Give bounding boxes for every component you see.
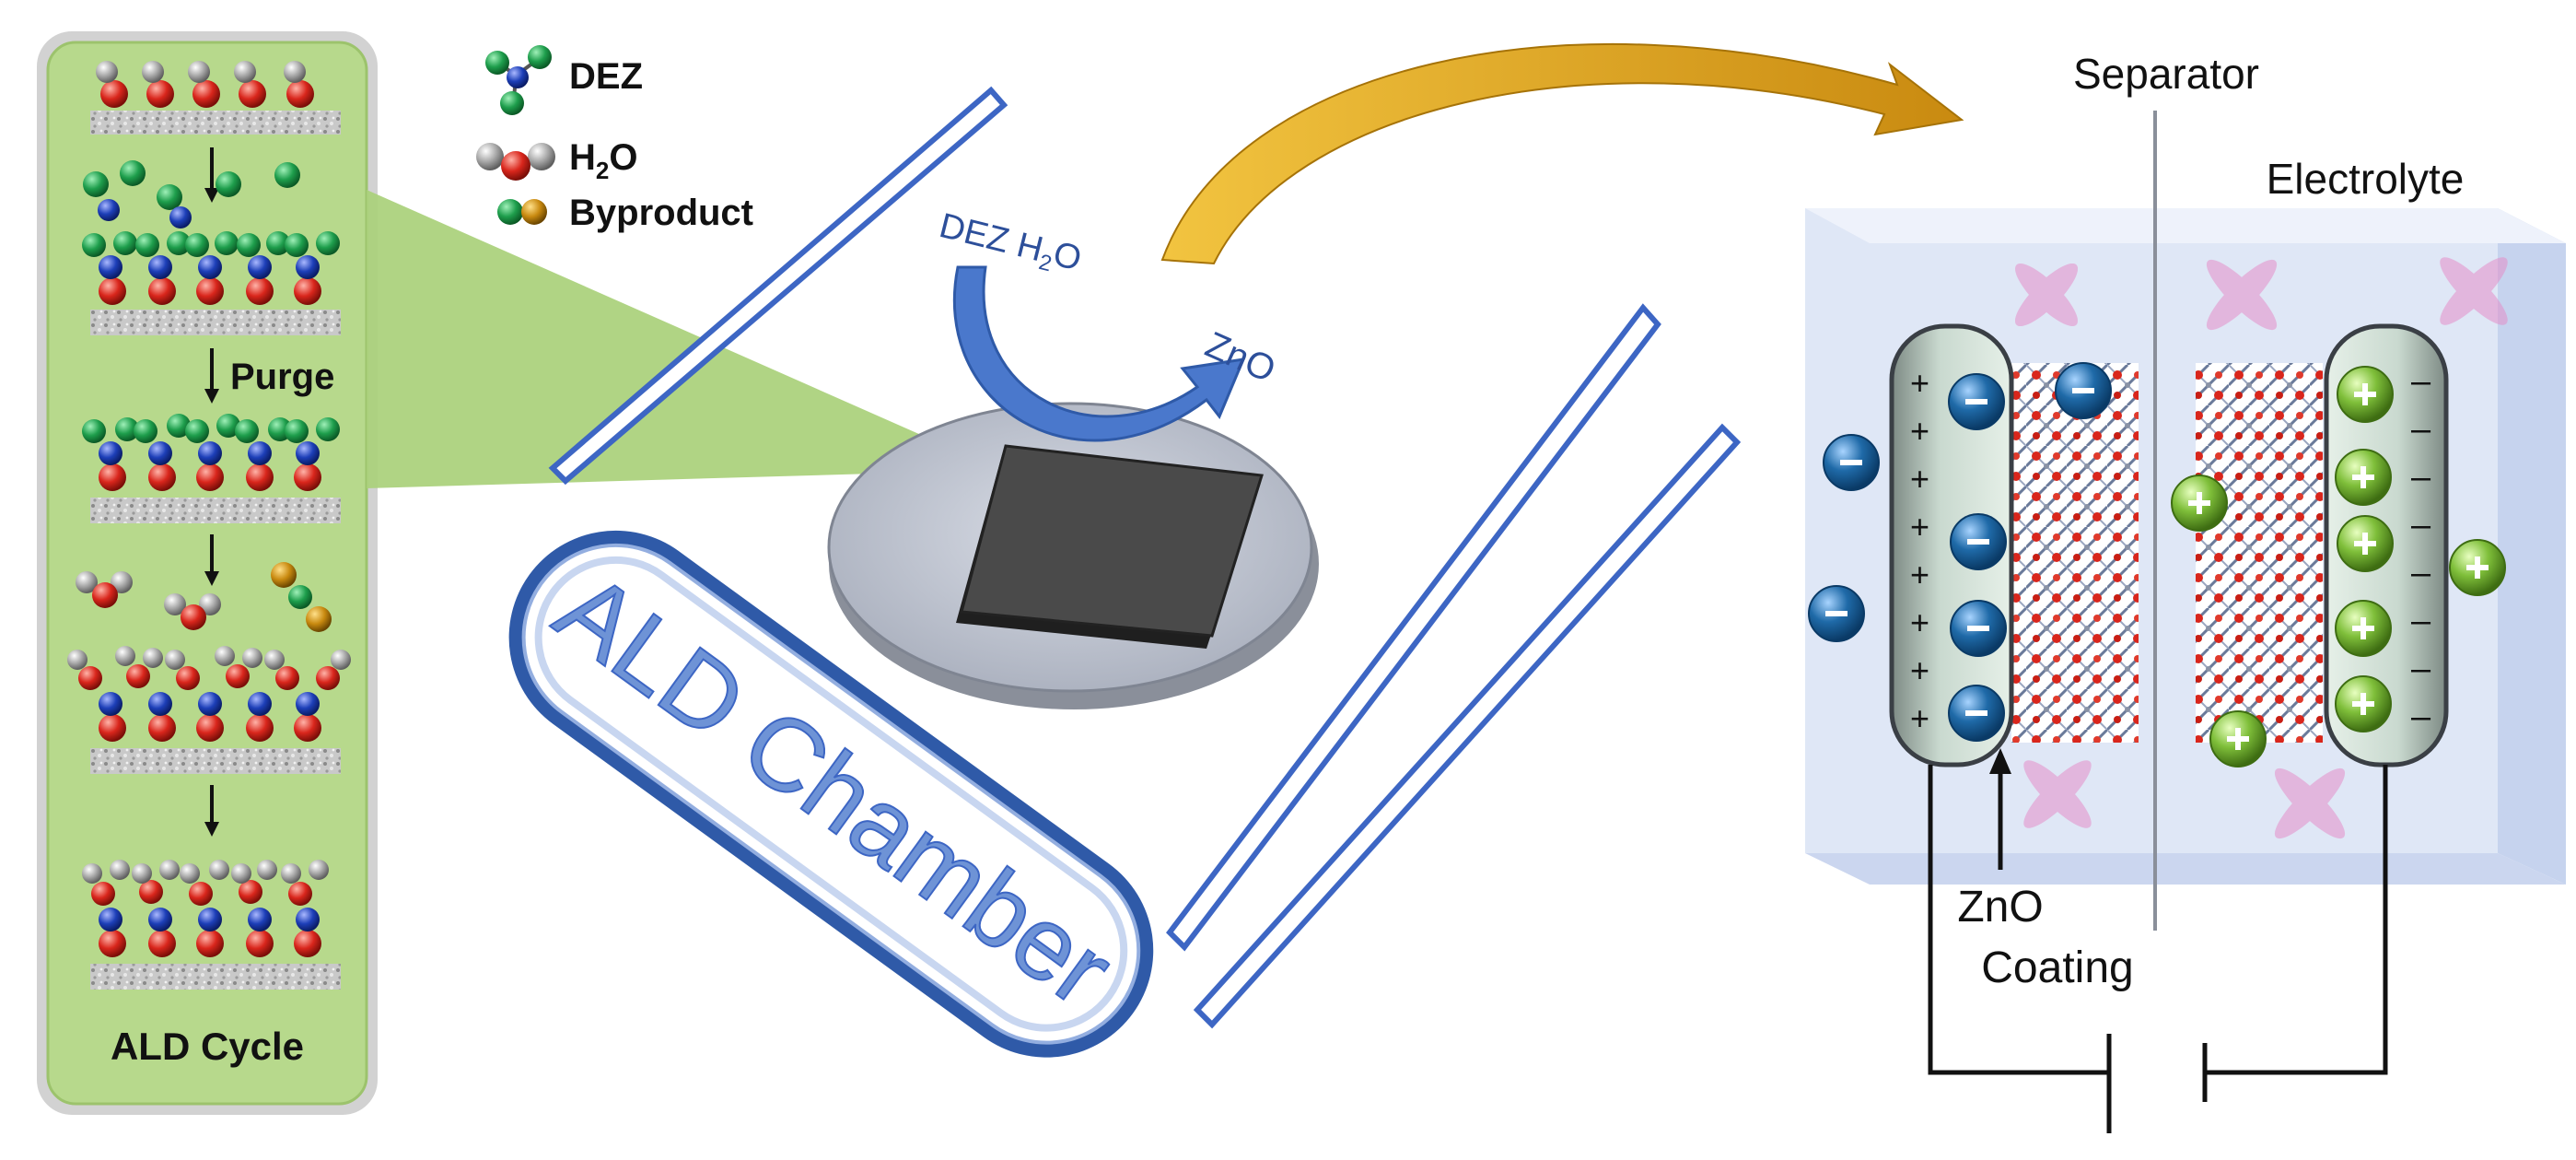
svg-text:–: –	[2411, 362, 2431, 401]
ald-chamber: DEZ H2O ZnO ALD Chamber	[508, 86, 1742, 1058]
left-electrode-charges: + + + + + + + +	[1910, 364, 1929, 737]
cation	[2335, 449, 2392, 506]
legend-byproduct-label: Byproduct	[569, 193, 753, 233]
right-electrode-charges: – – – – – – – –	[2411, 362, 2431, 736]
ald-cycle-panel: Purge	[37, 31, 378, 1115]
zno-coating-right	[2196, 363, 2323, 743]
cation	[2335, 600, 2392, 657]
cation	[2171, 475, 2228, 532]
cation	[2209, 710, 2267, 767]
ald-cycle-label: ALD Cycle	[111, 1025, 304, 1068]
cation	[2449, 539, 2506, 596]
svg-text:+: +	[1910, 651, 1929, 689]
dez-molecule-icon	[485, 45, 552, 115]
svg-text:–: –	[2411, 697, 2431, 736]
svg-text:+: +	[1910, 699, 1929, 737]
svg-text:–: –	[2411, 602, 2431, 640]
purge-label: Purge	[230, 357, 334, 397]
svg-text:–: –	[2411, 458, 2431, 497]
svg-text:+: +	[1910, 364, 1929, 402]
svg-text:+: +	[1910, 460, 1929, 498]
reaction-arrow	[952, 265, 1246, 442]
coating-label-line2: Coating	[1981, 943, 2133, 992]
legend-h2o-label: H2O	[569, 137, 637, 184]
anion	[1948, 685, 2005, 742]
svg-text:+: +	[1910, 508, 1929, 545]
flower-decorations	[2015, 257, 2508, 839]
svg-text:+: +	[1910, 556, 1929, 593]
separator-label: Separator	[2073, 50, 2259, 98]
anion	[2055, 362, 2112, 419]
h2o-molecule-icon	[476, 143, 555, 181]
anion	[1823, 434, 1880, 491]
cation	[2337, 515, 2394, 572]
svg-text:+: +	[1910, 412, 1929, 450]
cycle-step-5	[82, 860, 341, 990]
svg-text:–: –	[2411, 650, 2431, 688]
svg-text:–: –	[2411, 410, 2431, 449]
supercapacitor: Separator Electrolyte + + + + + + + + – …	[1805, 50, 2566, 1133]
zno-coating-left	[2011, 363, 2139, 743]
legend-dez-label: DEZ	[569, 56, 643, 97]
legend: DEZ H2O Byproduct	[476, 45, 753, 233]
external-circuit	[1928, 765, 2388, 1133]
zoom-callout	[367, 190, 1000, 488]
svg-text:–: –	[2411, 506, 2431, 545]
svg-text:+: +	[1910, 603, 1929, 641]
anion	[1950, 513, 2007, 570]
electrolyte-label: Electrolyte	[2267, 155, 2465, 203]
transfer-arrow	[1160, 43, 1964, 265]
cation	[2337, 366, 2394, 423]
anion	[1948, 373, 2005, 430]
cycle-step-2	[82, 160, 341, 335]
cycle-step-3	[82, 414, 341, 523]
anion	[1950, 600, 2007, 657]
anion	[1808, 585, 1865, 642]
byproduct-molecule-icon	[497, 199, 547, 225]
cycle-step-1	[90, 61, 341, 135]
svg-text:–: –	[2411, 554, 2431, 592]
cation	[2335, 675, 2392, 732]
wafer	[956, 444, 1264, 649]
cycle-step-4	[67, 562, 351, 774]
coating-label-line1: ZnO	[1957, 883, 2043, 932]
